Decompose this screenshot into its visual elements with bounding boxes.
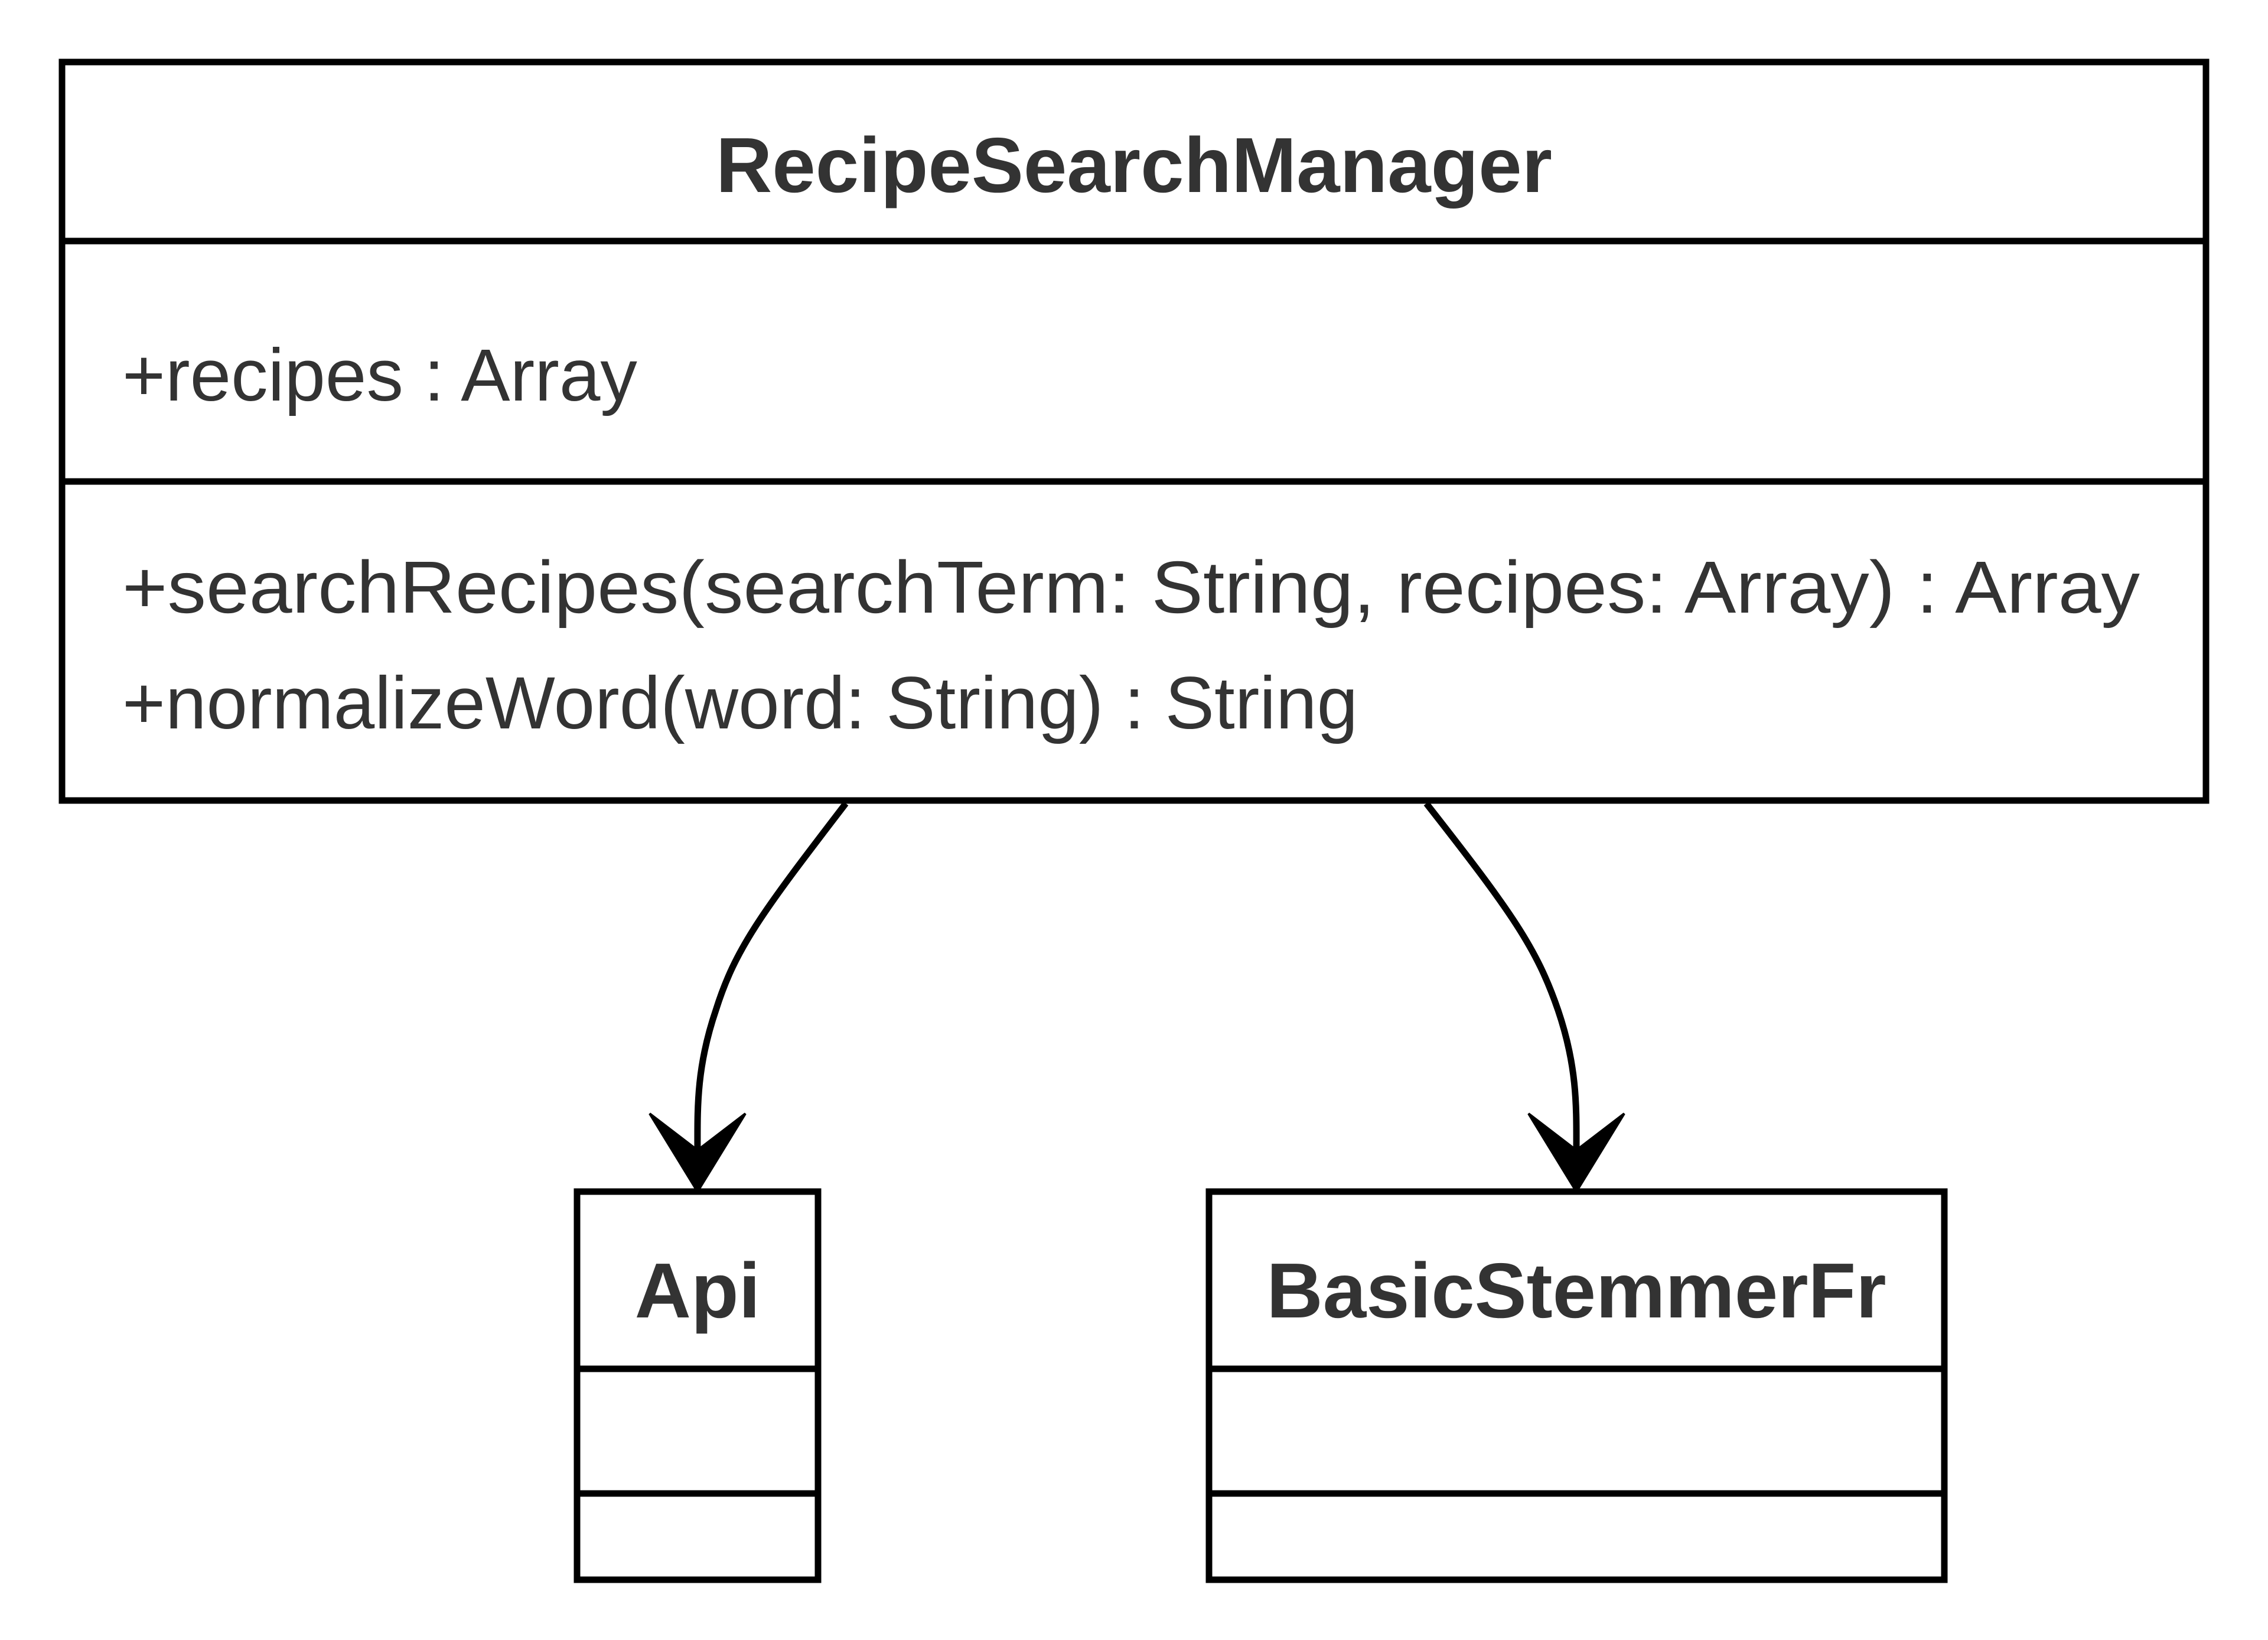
attribute-recipes: +recipes : Array — [122, 334, 637, 416]
class-recipe-search-manager[interactable]: RecipeSearchManager +recipes : Array +se… — [58, 58, 2210, 804]
class-name: Api — [635, 1247, 761, 1334]
arrowhead-icon — [649, 1112, 747, 1194]
class-basic-stemmer-fr[interactable]: BasicStemmerFr — [1205, 1188, 1948, 1583]
method-search-recipes: +searchRecipes(searchTerm: String, recip… — [122, 546, 2140, 629]
class-box — [58, 58, 2210, 804]
edge-line — [694, 801, 849, 1156]
class-api[interactable]: Api — [573, 1188, 822, 1583]
class-name: BasicStemmerFr — [1266, 1247, 1886, 1334]
edge-manager-to-api[interactable] — [649, 801, 849, 1194]
arrowhead-icon — [1527, 1112, 1625, 1194]
edge-manager-to-stemmer[interactable] — [1423, 801, 1625, 1194]
class-name: RecipeSearchManager — [716, 122, 1552, 209]
class-box — [1205, 1188, 1948, 1583]
method-normalize-word: +normalizeWord(word: String) : String — [122, 662, 1358, 744]
edge-line — [1423, 801, 1580, 1156]
